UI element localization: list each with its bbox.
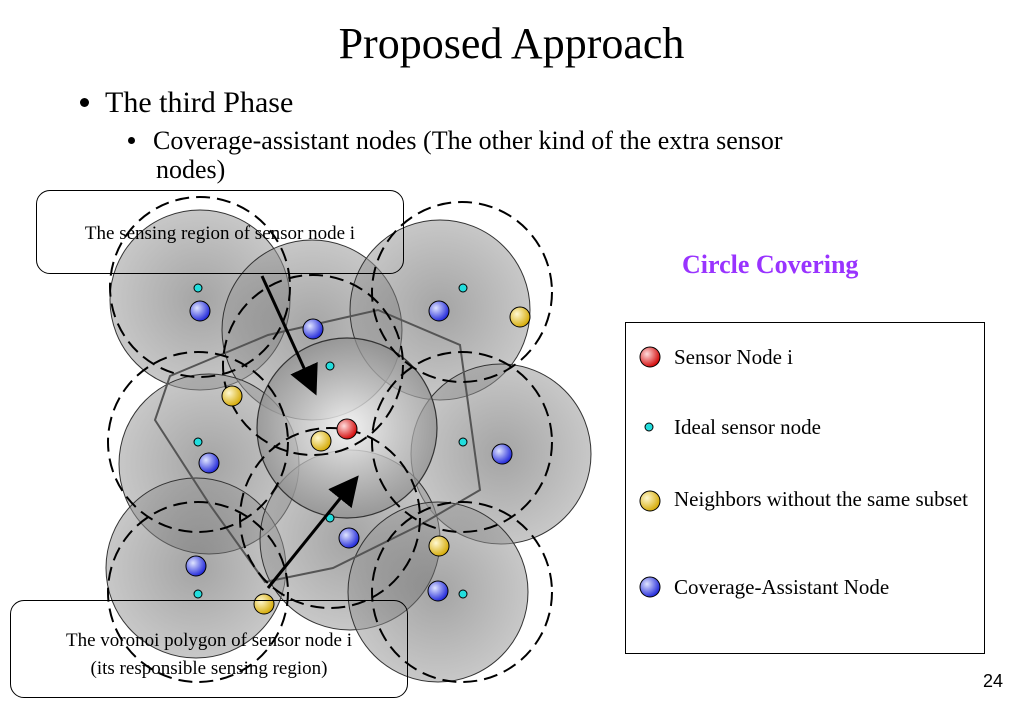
cyan-ideal-node-icon xyxy=(193,589,203,599)
dashed-circle xyxy=(107,501,289,683)
yellow-neighbor-icon xyxy=(221,385,243,407)
bullet-dot-icon xyxy=(128,136,135,144)
dashed-circle xyxy=(371,351,553,533)
coverage-assistant-nodes xyxy=(185,300,513,602)
bullet-level-1-text: The third Phase xyxy=(105,86,294,119)
red-sensor-node-icon xyxy=(336,418,358,440)
cyan-ideal-node-icon xyxy=(325,361,335,371)
cyan-ideal-node-icon xyxy=(193,283,203,293)
blue-coverage-assistant-icon xyxy=(491,443,513,465)
bullet-level-1: The third Phase xyxy=(80,86,293,120)
bullet-level-2: Coverage-assistant nodes (The other kind… xyxy=(128,126,948,184)
legend-label: Neighbors without the same subset xyxy=(674,487,968,511)
dashed-circle xyxy=(222,274,404,456)
bullet-dot-icon xyxy=(80,97,89,107)
dashed-circle xyxy=(239,427,421,609)
arrow-to-sensing-region xyxy=(260,275,318,396)
dashed-circle xyxy=(109,196,291,378)
blue-coverage-assistant-icon xyxy=(427,580,449,602)
bullet-level-2-text-line1: Coverage-assistant nodes (The other kind… xyxy=(153,126,783,155)
arrow-to-voronoi-polygon xyxy=(266,475,359,589)
blue-coverage-assistant-icon xyxy=(428,300,450,322)
sensing-region-callout-text: The sensing region of sensor node i xyxy=(84,223,356,244)
legend-label: Coverage-Assistant Node xyxy=(674,575,890,599)
cyan-ideal-node-icon xyxy=(458,437,468,447)
neighbor-nodes xyxy=(221,306,531,615)
legend: Sensor Node i Ideal sensor node Neighbor… xyxy=(625,322,985,654)
circle-covering-heading: Circle Covering xyxy=(682,250,859,279)
cyan-ideal-node-icon xyxy=(193,437,203,447)
voronoi-polygon-callout: The voronoi polygon of sensor node i (it… xyxy=(10,600,408,698)
cyan-ideal-node-icon xyxy=(458,283,468,293)
voronoi-callout-line1: The voronoi polygon of sensor node i xyxy=(65,630,352,651)
slide-title: Proposed Approach xyxy=(338,19,685,68)
yellow-neighbor-icon xyxy=(253,593,275,615)
dashed-coverage-circles xyxy=(107,196,553,683)
red-sensor-node-icon xyxy=(639,346,661,368)
dashed-circle xyxy=(107,351,289,533)
blue-coverage-assistant-icon xyxy=(302,318,324,340)
blue-coverage-assistant-icon xyxy=(198,452,220,474)
yellow-neighbor-icon xyxy=(639,490,661,512)
blue-coverage-assistant-icon xyxy=(338,527,360,549)
yellow-neighbor-icon xyxy=(509,306,531,328)
bullet-level-2-text-line2: nodes) xyxy=(156,155,226,184)
voronoi-callout-line2: (its responsible sensing region) xyxy=(90,658,328,679)
legend-label: Sensor Node i xyxy=(674,345,793,369)
dashed-circle xyxy=(371,201,553,383)
blue-coverage-assistant-icon xyxy=(185,555,207,577)
blue-coverage-assistant-icon xyxy=(189,300,211,322)
yellow-neighbor-icon xyxy=(428,535,450,557)
legend-label: Ideal sensor node xyxy=(674,415,821,439)
page-number: 24 xyxy=(982,671,1003,691)
ideal-sensor-nodes xyxy=(193,283,468,599)
sensing-region-callout: The sensing region of sensor node i xyxy=(36,190,404,274)
cyan-ideal-node-icon xyxy=(458,589,468,599)
cyan-ideal-node-icon xyxy=(644,422,654,432)
blue-coverage-assistant-icon xyxy=(639,576,661,598)
yellow-neighbor-icon xyxy=(310,430,332,452)
dashed-circle xyxy=(371,501,553,683)
